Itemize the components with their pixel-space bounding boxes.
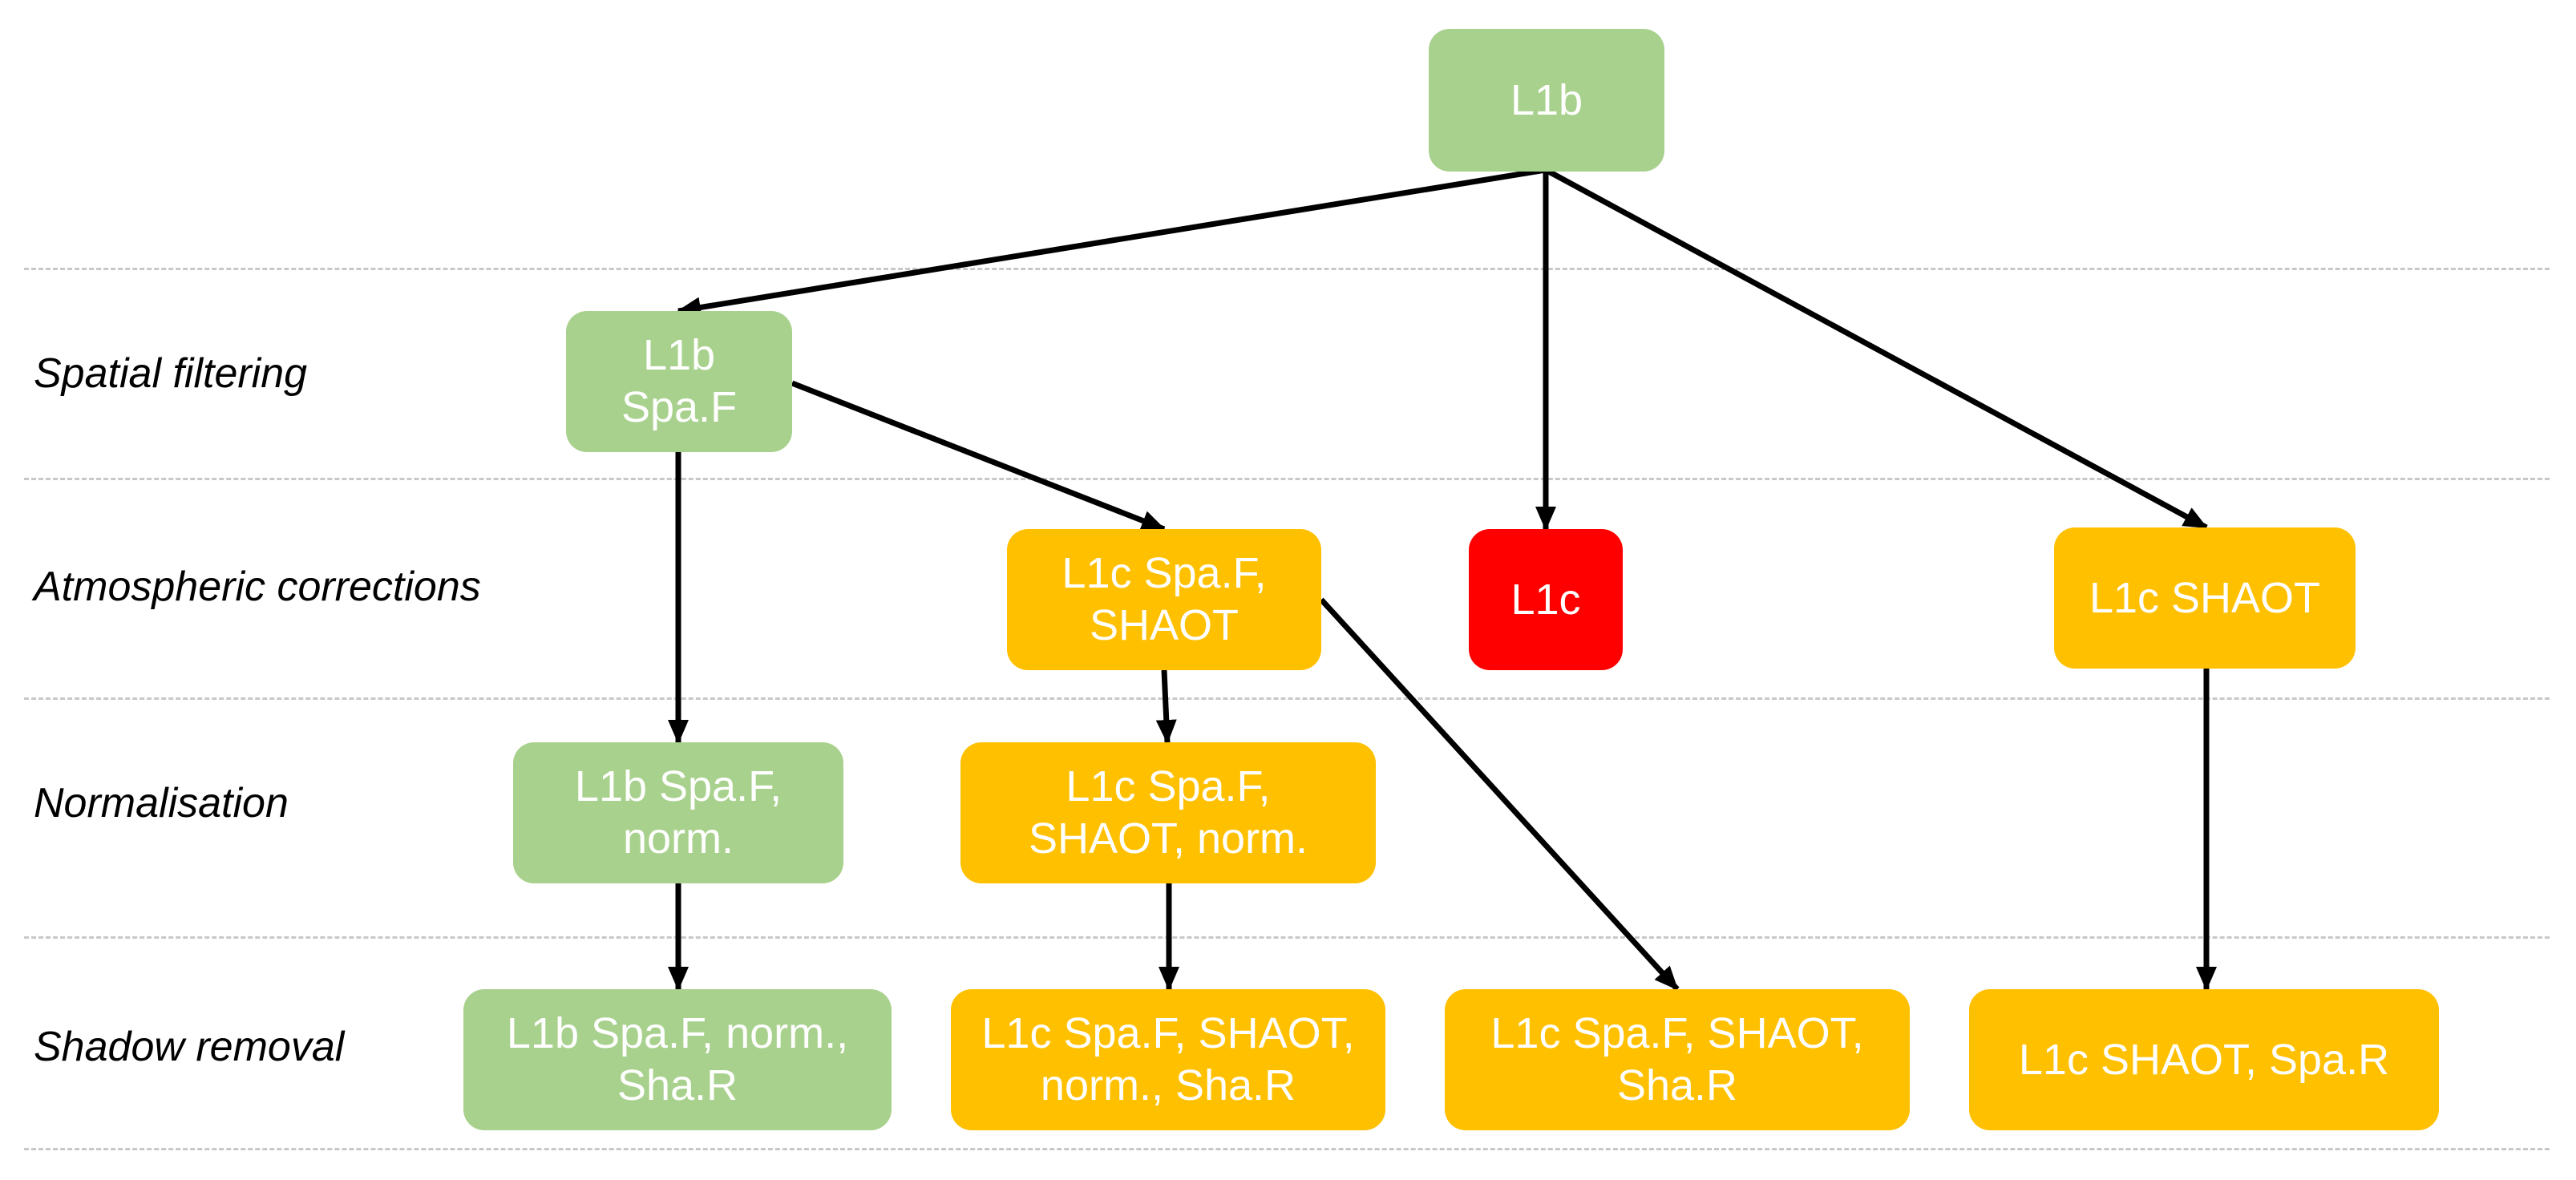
row-divider bbox=[24, 268, 2550, 270]
node-l1c-spaf-shaot-norm: L1c Spa.F, SHAOT, norm. bbox=[960, 742, 1376, 883]
node-l1b: L1b bbox=[1429, 29, 1664, 172]
node-l1c-spaf-shaot-norm-shar: L1c Spa.F, SHAOT, norm., Sha.R bbox=[951, 989, 1385, 1130]
edge-l1b-to-l1b-spaf bbox=[677, 167, 1547, 318]
edge-l1b-spaf-to-l1c-spaf-shaot bbox=[791, 380, 1166, 532]
row-label-shadow-removal: Shadow removal bbox=[34, 1024, 345, 1070]
node-l1b-spaf-norm-shar: L1b Spa.F, norm., Sha.R bbox=[463, 989, 892, 1130]
row-divider bbox=[24, 478, 2550, 480]
node-l1c-spaf-shaot: L1c Spa.F, SHAOT bbox=[1007, 529, 1321, 670]
node-l1c-spaf-shaot-shar: L1c Spa.F, SHAOT, Sha.R bbox=[1445, 989, 1910, 1130]
node-l1c-shaot: L1c SHAOT bbox=[2054, 527, 2356, 669]
row-divider bbox=[24, 1148, 2550, 1150]
row-label-normalisation: Normalisation bbox=[34, 780, 289, 826]
row-label-atmospheric-corrections: Atmospheric corrections bbox=[34, 564, 481, 610]
node-l1c-shaot-spar: L1c SHAOT, Spa.R bbox=[1969, 989, 2439, 1130]
row-divider bbox=[24, 936, 2550, 939]
edge-l1b-to-l1c-shaot bbox=[1544, 167, 2208, 531]
node-l1c: L1c bbox=[1469, 529, 1623, 670]
edge-l1c-spaf-shaot-to-l1c-spaf-shaot-norm bbox=[1155, 669, 1177, 744]
row-label-spatial-filtering: Spatial filtering bbox=[34, 350, 308, 397]
node-l1b-spaf-norm: L1b Spa.F, norm. bbox=[513, 742, 843, 883]
row-divider bbox=[24, 697, 2550, 700]
node-l1b-spaf: L1b Spa.F bbox=[566, 311, 792, 452]
